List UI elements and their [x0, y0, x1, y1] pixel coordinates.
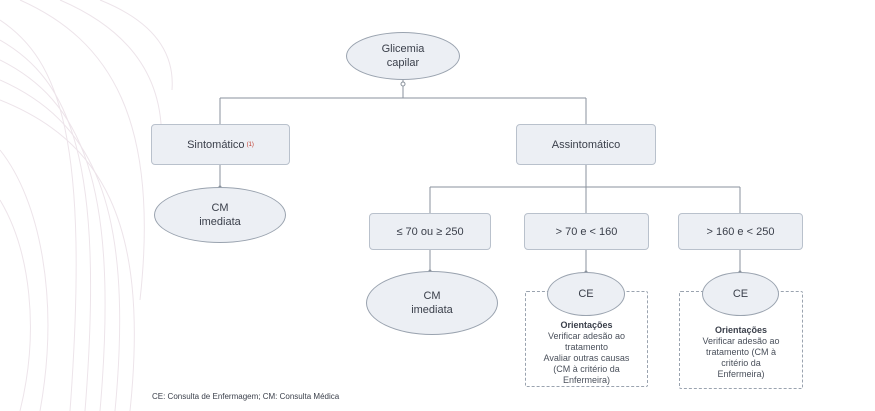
node-ce-high: CE: [702, 272, 779, 316]
orientacoes-note-high: Orientações Verificar adesão ao tratamen…: [679, 325, 803, 380]
node-glicemia-capilar: Glicemia capilar: [346, 32, 460, 80]
node-range-high: > 160 e < 250: [678, 213, 803, 250]
connector-dot: [400, 81, 406, 87]
node-sintomatico-label: Sintomático: [187, 138, 245, 151]
orientacoes-note-mid: Orientações Verificar adesão ao tratamen…: [525, 320, 648, 386]
orientacoes-body: Verificar adesão ao tratamento (CM à cri…: [702, 336, 780, 379]
node-assintomatico: Assintomático: [516, 124, 656, 165]
orientacoes-heading: Orientações: [714, 325, 768, 335]
node-range-low-high: ≤ 70 ou ≥ 250: [369, 213, 491, 250]
node-cm-imediata-assintomatico: CM imediata: [366, 271, 498, 335]
orientacoes-body: Verificar adesão ao tratamento Avaliar o…: [543, 331, 630, 385]
legend-footnote: CE: Consulta de Enfermagem; CM: Consulta…: [152, 392, 340, 401]
orientacoes-heading: Orientações: [560, 320, 613, 330]
node-ce-mid: CE: [547, 272, 625, 316]
footnote-marker: (1): [246, 141, 254, 148]
node-cm-imediata-sintomatico: CM imediata: [154, 187, 286, 243]
node-range-mid: > 70 e < 160: [524, 213, 649, 250]
node-sintomatico: Sintomático(1): [151, 124, 290, 165]
